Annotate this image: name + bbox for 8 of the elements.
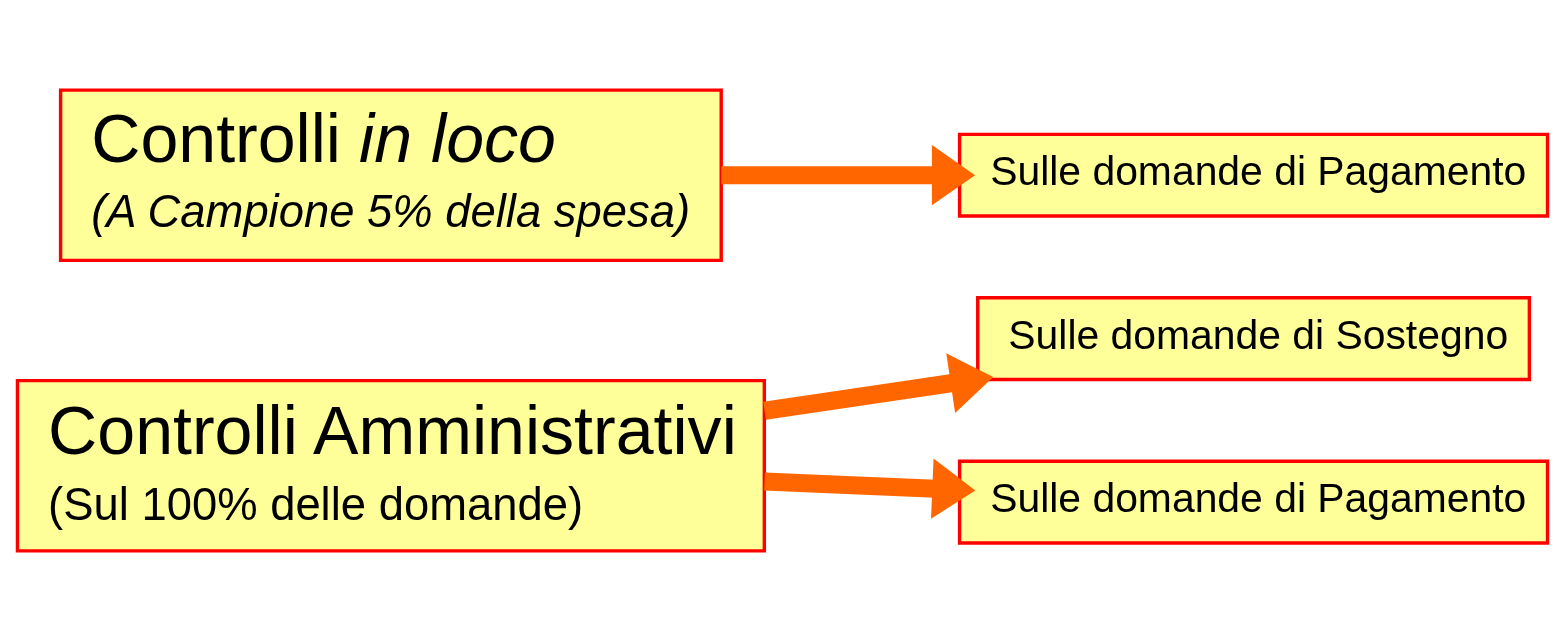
arrow <box>764 458 976 519</box>
node-box: Sulle domande di Pagamento <box>957 459 1550 545</box>
arrow <box>721 145 976 206</box>
arrow <box>763 353 994 420</box>
node-box: Controlli Amministrativi (Sul 100% delle domande) <box>15 378 767 553</box>
node-box: Controlli in loco (A Campione 5% della spesa) <box>58 88 723 263</box>
node-box: Sulle domande di Pagamento <box>957 132 1550 218</box>
node-box: Sulle domande di Sostegno <box>976 296 1532 382</box>
